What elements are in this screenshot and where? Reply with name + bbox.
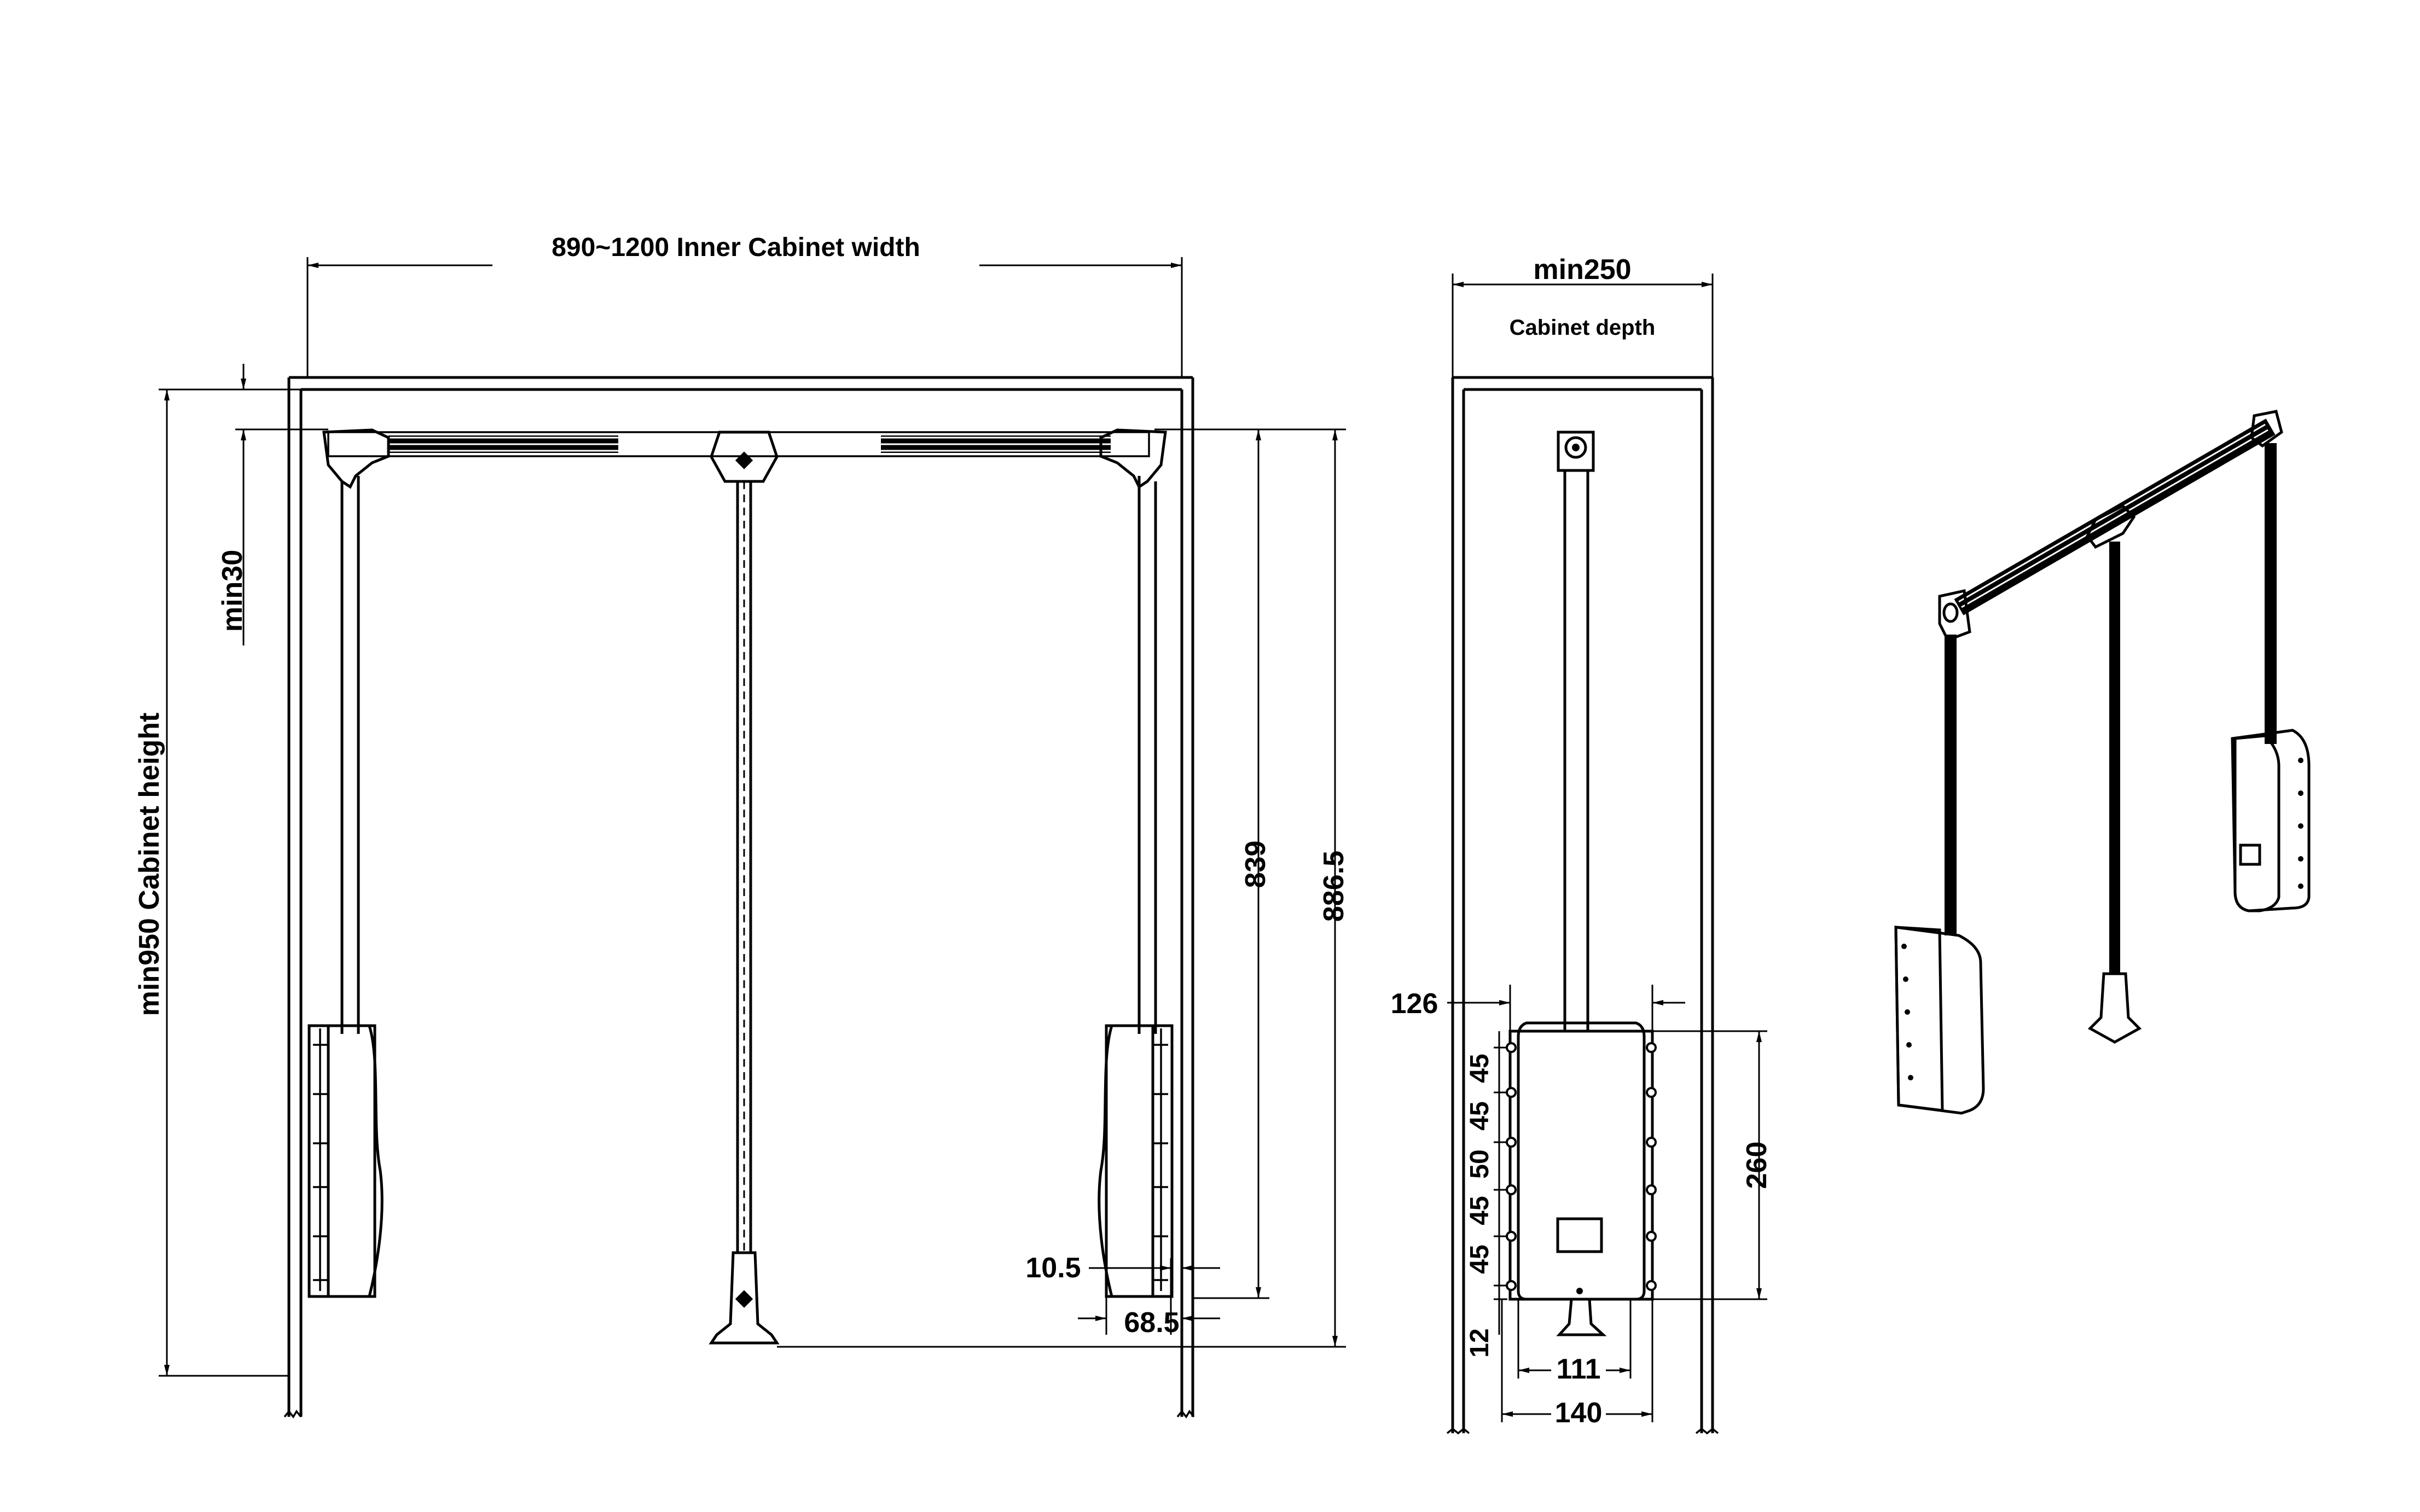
label-45-b: 45 xyxy=(1465,1101,1494,1130)
dimension-68-5: 68.5 xyxy=(1078,1275,1220,1339)
wardrobe-lift-rod: ◆ xyxy=(322,428,1167,489)
label-839: 839 xyxy=(1240,841,1272,888)
dimension-111: 111 xyxy=(1517,1299,1632,1385)
label-min250: min250 xyxy=(1533,254,1631,286)
left-mechanism xyxy=(307,1024,384,1298)
label-45-c: 45 xyxy=(1465,1196,1494,1225)
label-cabinet-depth: Cabinet depth xyxy=(1510,316,1656,340)
side-view: min250 Cabinet depth 126 260 45 xyxy=(1391,254,1773,1435)
label-12: 12 xyxy=(1465,1328,1494,1357)
dimension-839: 839 xyxy=(1154,428,1346,1299)
side-mechanism xyxy=(1506,1021,1657,1336)
side-arms xyxy=(340,476,1157,1034)
svg-text:◆: ◆ xyxy=(735,1286,753,1310)
label-886-5: 886.5 xyxy=(1318,851,1350,922)
front-view: ◆ ◆ xyxy=(134,233,1350,1419)
label-10-5: 10.5 xyxy=(1025,1252,1081,1284)
label-140: 140 xyxy=(1555,1397,1603,1429)
dimension-min30: min30 xyxy=(217,364,328,645)
dimension-10-5: 10.5 xyxy=(1025,1252,1220,1335)
label-50: 50 xyxy=(1465,1149,1494,1178)
svg-text:◆: ◆ xyxy=(735,447,753,471)
dimension-inner-width: 890~1200 Inner Cabinet width xyxy=(306,233,1183,377)
label-45-d: 45 xyxy=(1465,1245,1494,1273)
right-mechanism xyxy=(1098,1024,1174,1298)
isometric-view xyxy=(1894,410,2311,1115)
side-rod xyxy=(1557,431,1595,1031)
label-260: 260 xyxy=(1741,1142,1773,1189)
label-min950: min950 Cabinet height xyxy=(134,713,165,1016)
label-68-5: 68.5 xyxy=(1124,1307,1179,1339)
dimension-886-5: 886.5 xyxy=(777,429,1350,1348)
cabinet-frame xyxy=(283,376,1195,1419)
label-45-a: 45 xyxy=(1465,1054,1494,1083)
dimension-hole-spacing: 45 45 50 45 45 45 12 xyxy=(1465,1031,1507,1358)
label-126: 126 xyxy=(1391,988,1438,1020)
side-cabinet xyxy=(1446,376,1719,1435)
dimension-min250: min250 Cabinet depth xyxy=(1452,254,1714,377)
dimension-260: 260 xyxy=(1652,1030,1773,1300)
label-min30: min30 xyxy=(217,550,248,632)
dimension-126: 126 xyxy=(1391,985,1685,1031)
label-inner-width: 890~1200 Inner Cabinet width xyxy=(552,233,920,262)
dimension-140: 140 xyxy=(1501,1299,1653,1429)
dimension-min950: min950 Cabinet height xyxy=(134,388,289,1377)
label-111: 111 xyxy=(1556,1353,1600,1385)
pull-rod: ◆ xyxy=(709,481,780,1345)
